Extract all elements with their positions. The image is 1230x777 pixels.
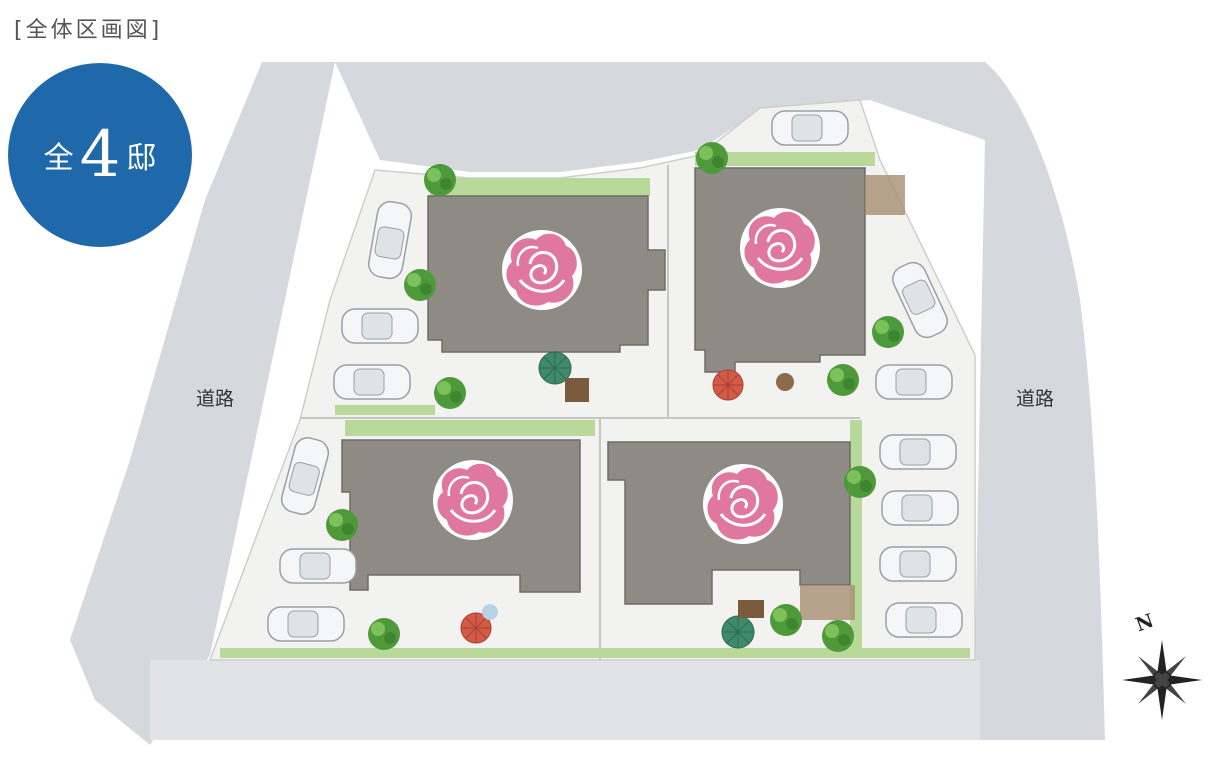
tree-icon [872, 316, 904, 348]
garden-table [482, 604, 498, 620]
page-title: [全体区画図] [14, 18, 163, 43]
garden-table [565, 378, 589, 402]
rose-icon [500, 228, 584, 312]
house-count-badge: 全 4 邸 [8, 63, 192, 247]
tree-icon [822, 620, 854, 652]
badge-prefix: 全 [43, 141, 74, 176]
parasol-icon [712, 369, 744, 401]
tree-icon [368, 618, 400, 650]
car-icon [881, 490, 959, 526]
car-icon [341, 308, 419, 344]
tree-icon [696, 142, 728, 174]
car-icon [875, 364, 953, 400]
tree-icon [424, 164, 456, 196]
car-icon [267, 606, 345, 642]
garden-table [738, 600, 764, 618]
garden-table [776, 373, 794, 391]
tree-icon [404, 269, 436, 301]
west-road [70, 62, 335, 745]
tree-icon [844, 466, 876, 498]
car-icon [879, 434, 957, 470]
tree-icon [770, 604, 802, 636]
east-road [975, 62, 1105, 740]
rose-icon [738, 206, 822, 290]
grass-strip [345, 420, 595, 436]
wood-deck [865, 175, 905, 215]
road-label-west: 道路 [196, 388, 235, 410]
car-icon [771, 110, 849, 146]
north-road [262, 62, 985, 172]
grass-strip [335, 405, 435, 415]
compass-rose-icon [1122, 640, 1202, 720]
grass-strip [695, 152, 875, 166]
car-icon [879, 546, 957, 582]
rose-icon [701, 462, 785, 546]
badge-number: 4 [79, 118, 121, 192]
grass-strip [220, 648, 970, 658]
badge-suffix: 邸 [126, 141, 157, 176]
rose-icon [431, 458, 515, 542]
car-icon [885, 602, 963, 638]
parasol-icon [721, 615, 755, 649]
road-label-east: 道路 [1016, 388, 1055, 410]
wood-deck [800, 585, 855, 620]
tree-icon [434, 377, 466, 409]
south-road [150, 660, 980, 740]
tree-icon [827, 364, 859, 396]
tree-icon [326, 509, 358, 541]
car-icon [333, 364, 411, 400]
grass-strip [430, 178, 650, 196]
car-icon [279, 548, 357, 584]
